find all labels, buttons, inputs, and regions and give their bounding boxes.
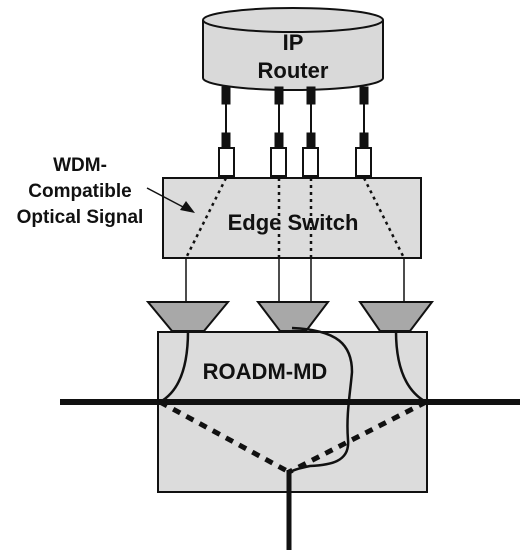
annotation-line1: WDM- [53,155,107,176]
ip-router-label-line1: IP [283,30,304,55]
mux-left-fiber [159,330,190,404]
wdm-annotation: WDM- Compatible Optical Signal [17,155,195,228]
switch-to-mux-fibers [185,258,405,302]
mux-center [255,301,331,332]
mux-center-fiber [288,326,354,474]
annotation-arrow [146,187,195,213]
router-cable [270,86,287,177]
ip-router-label-line2: Router [258,58,329,83]
mux-left [145,301,231,332]
router-cable [355,86,372,177]
roadm-md: ROADM-MD [157,331,428,493]
annotation-line2: Compatible [28,181,131,202]
edge-switch: Edge Switch [162,177,422,259]
ip-router-body [202,20,384,91]
router-cables [218,86,372,177]
ip-router-top [202,7,384,33]
annotation-line3: Optical Signal [17,207,144,228]
mux-right-fiber [394,330,427,404]
ip-router: IP Router [202,7,384,91]
router-cable [302,86,319,177]
roadm-label: ROADM-MD [203,359,328,384]
roadm-box [157,331,428,493]
multiplexers [145,301,435,332]
mux-right [358,301,435,332]
mux-fibers [159,326,427,474]
router-cable [218,86,235,177]
roadm-internal-paths [158,399,428,475]
edge-switch-label: Edge Switch [228,210,359,235]
edge-switch-internal-paths [184,177,406,259]
